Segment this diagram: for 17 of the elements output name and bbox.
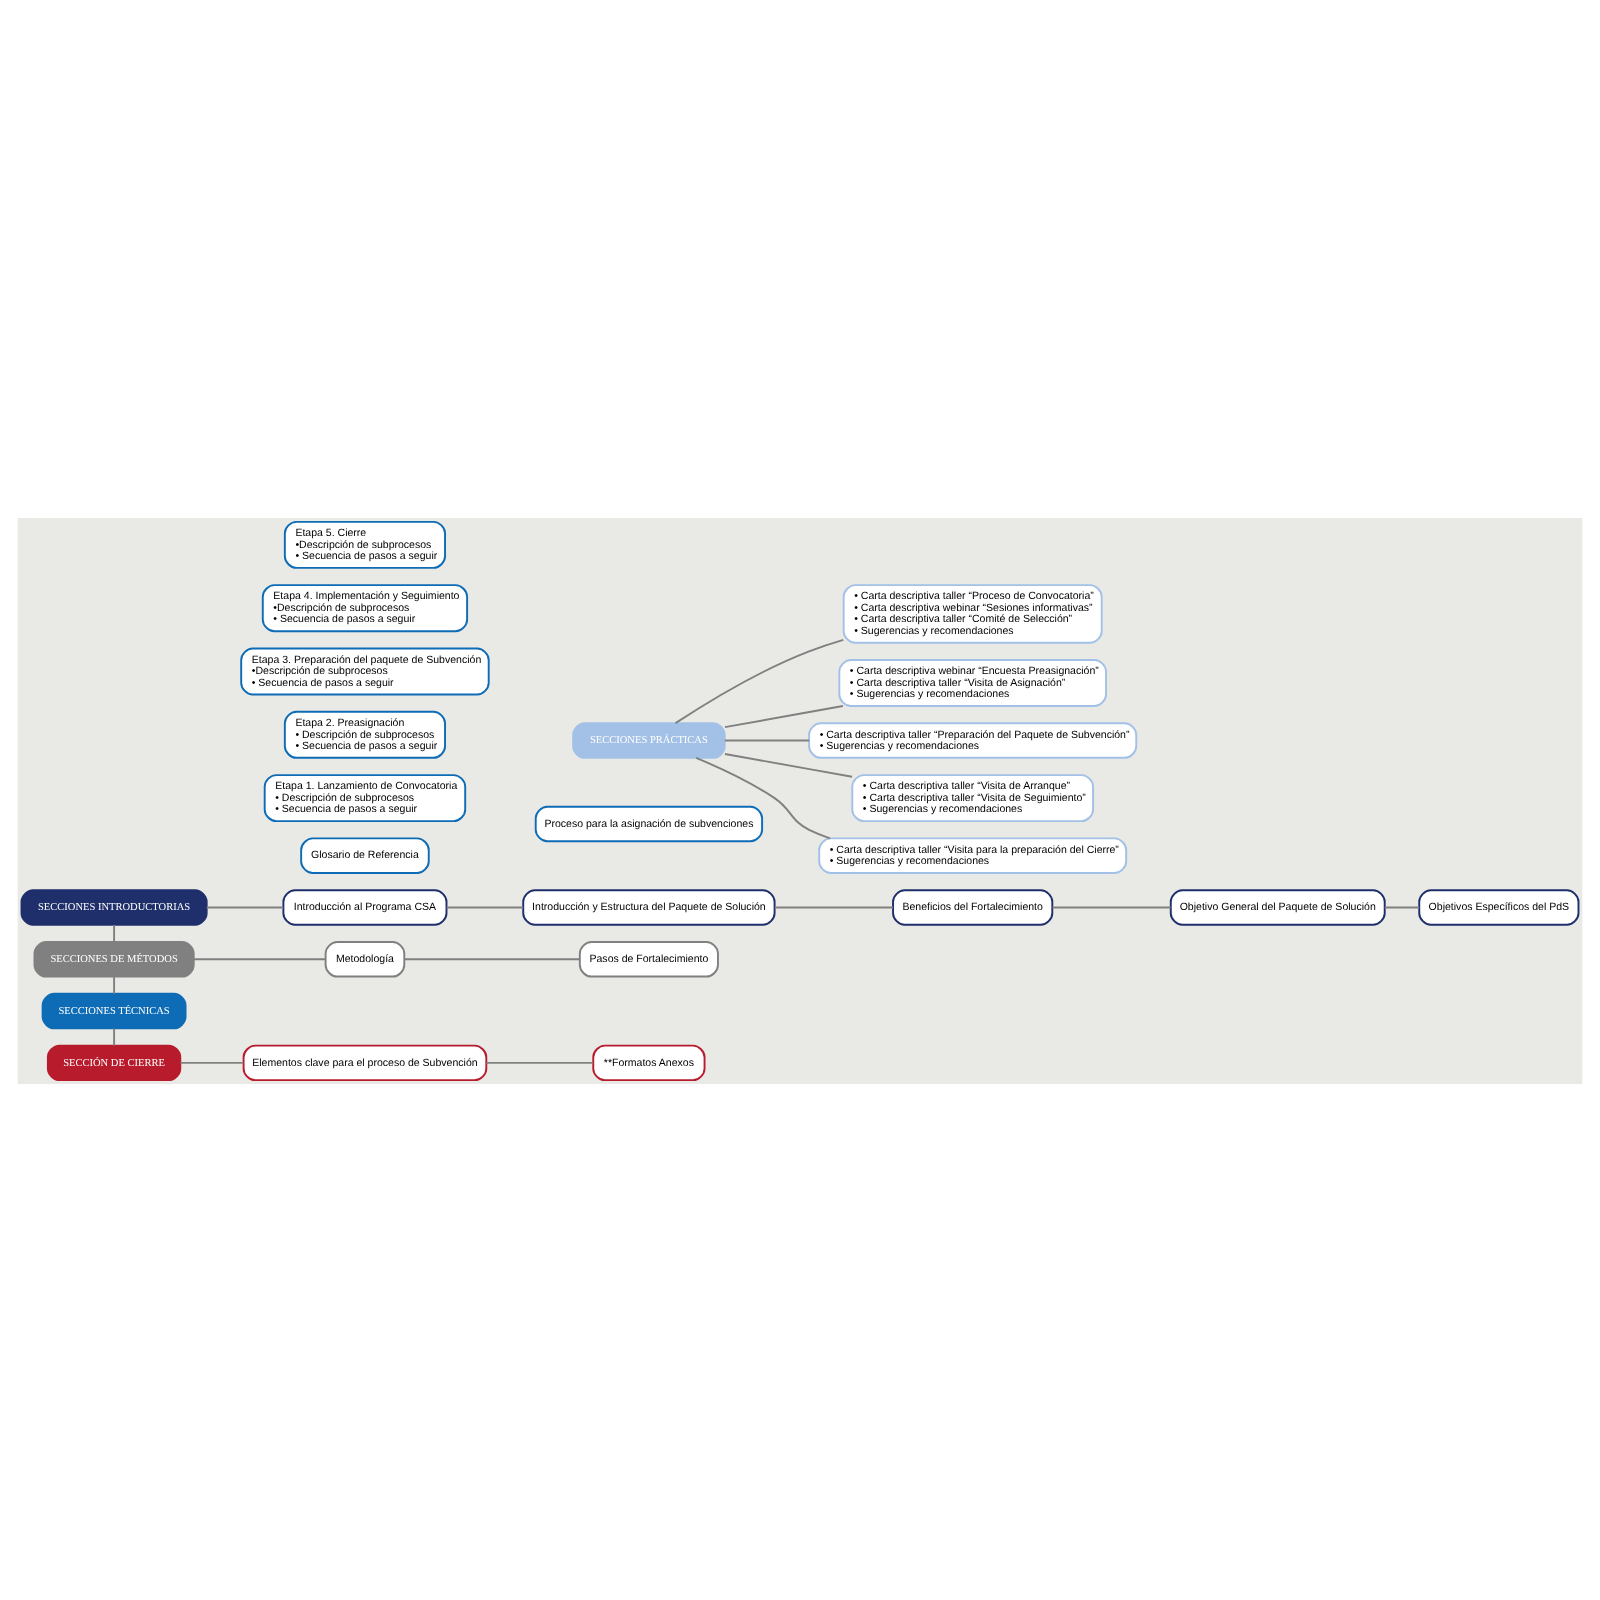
connector xyxy=(445,905,525,908)
connector xyxy=(723,752,853,777)
connector xyxy=(674,637,845,724)
connector xyxy=(1051,905,1172,908)
connector xyxy=(1383,905,1421,908)
connector xyxy=(403,957,581,960)
connector xyxy=(205,905,285,908)
connector xyxy=(773,905,894,908)
connector xyxy=(192,957,327,960)
connector xyxy=(179,1060,245,1063)
connector xyxy=(695,755,831,839)
connector xyxy=(113,923,116,942)
connector xyxy=(723,738,811,741)
connector xyxy=(113,1026,116,1046)
connector xyxy=(113,974,116,994)
connector xyxy=(485,1060,594,1063)
connector xyxy=(723,704,844,728)
